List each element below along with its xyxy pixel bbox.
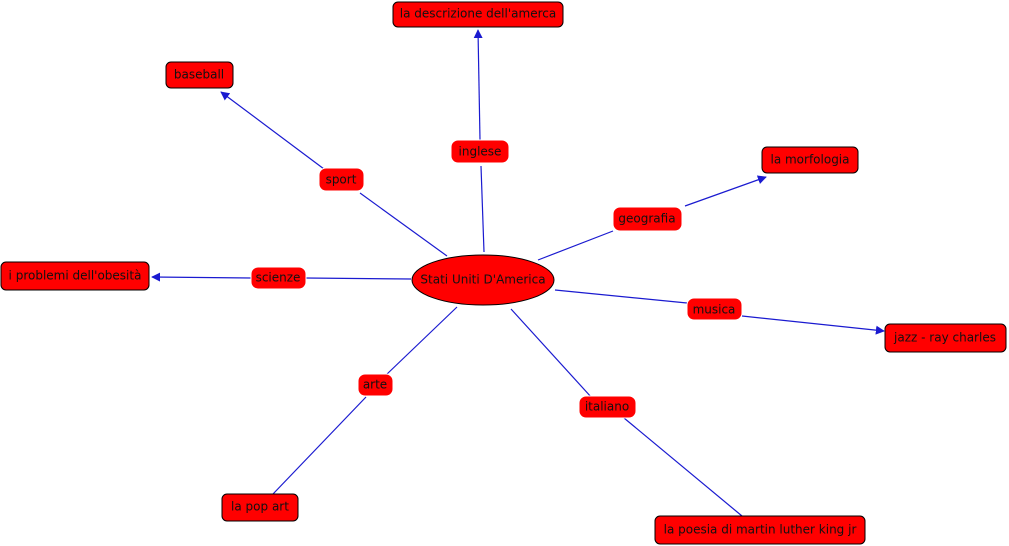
link-label-italiano[interactable]: italiano <box>578 395 637 419</box>
target-node-italiano-label: la poesia di martin luther king jr <box>664 523 857 537</box>
edge-center-to-italiano <box>510 308 593 399</box>
target-node-inglese[interactable]: la descrizione dell'amerca <box>392 1 564 28</box>
link-label-inglese-text: inglese <box>459 145 502 159</box>
target-node-geografia[interactable]: la morfologia <box>761 146 859 174</box>
link-label-scienze[interactable]: scienze <box>250 266 307 290</box>
center-node-label: Stati Uniti D'America <box>420 273 545 287</box>
link-label-inglese[interactable]: inglese <box>450 139 510 164</box>
link-label-italiano-text: italiano <box>585 400 629 414</box>
edge-center-to-musica <box>554 289 688 304</box>
link-labels: inglese sport geografia scienze musica a… <box>250 139 743 419</box>
edge-center-to-sport <box>359 192 448 257</box>
target-node-scienze-label: i problemi dell'obesità <box>9 269 142 283</box>
target-node-geografia-label: la morfologia <box>770 153 849 167</box>
link-label-musica-text: musica <box>693 303 736 317</box>
target-node-arte-label: la pop art <box>231 500 289 514</box>
edge-sport-to-target <box>220 91 325 170</box>
link-label-sport-text: sport <box>326 173 357 187</box>
link-label-geografia-text: geografia <box>618 212 675 226</box>
edge-inglese-to-target <box>473 29 483 141</box>
edge-scienze-to-target <box>151 272 252 282</box>
target-node-scienze[interactable]: i problemi dell'obesità <box>0 261 150 291</box>
edge-center-to-inglese <box>480 165 485 253</box>
target-node-arte[interactable]: la pop art <box>221 493 299 522</box>
target-node-inglese-label: la descrizione dell'amerca <box>400 7 556 21</box>
link-label-musica[interactable]: musica <box>686 297 743 321</box>
link-label-arte-text: arte <box>363 378 387 392</box>
center-node[interactable]: Stati Uniti D'America <box>411 254 555 306</box>
link-label-sport[interactable]: sport <box>318 167 365 192</box>
edge-geografia-to-target <box>684 175 767 207</box>
target-node-musica-label: jazz - ray charles <box>893 331 996 345</box>
edge-center-to-geografia <box>537 230 614 261</box>
target-node-italiano[interactable]: la poesia di martin luther king jr <box>654 515 866 545</box>
edge-center-to-scienze <box>304 277 412 280</box>
edge-italiano-to-target <box>623 417 743 517</box>
target-node-sport-label: baseball <box>174 68 224 82</box>
target-node-sport[interactable]: baseball <box>165 61 234 89</box>
edge-center-to-arte <box>385 306 458 376</box>
target-node-musica[interactable]: jazz - ray charles <box>884 323 1007 353</box>
edges <box>151 29 885 517</box>
edge-arte-to-target <box>272 396 367 495</box>
link-label-scienze-text: scienze <box>256 271 301 285</box>
edge-musica-to-target <box>741 315 885 335</box>
link-label-arte[interactable]: arte <box>357 373 394 397</box>
link-label-geografia[interactable]: geografia <box>612 206 683 232</box>
